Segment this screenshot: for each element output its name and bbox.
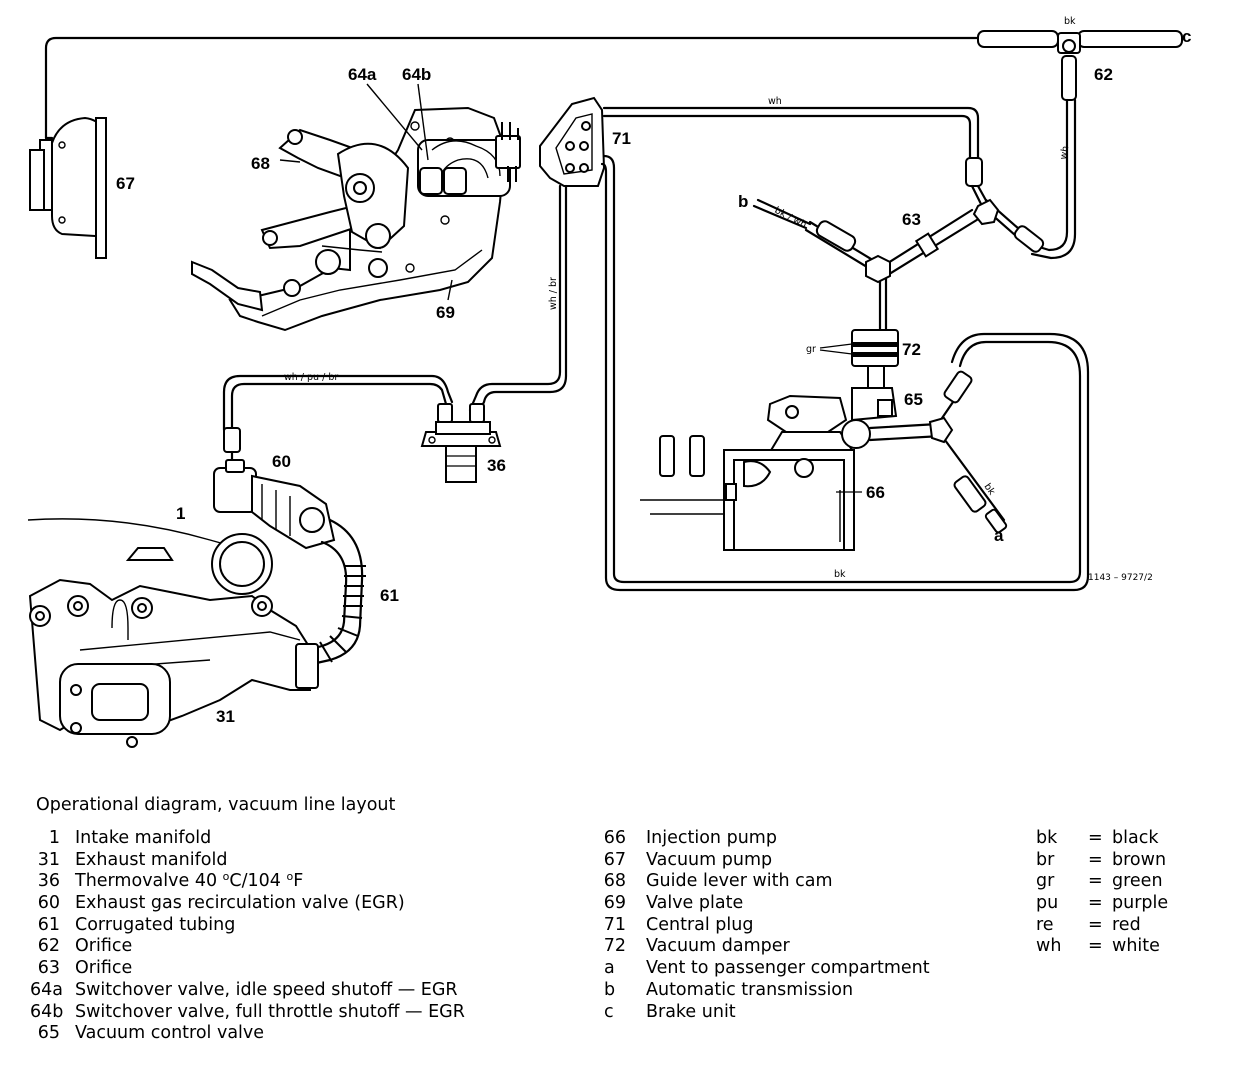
injection-pump-66 xyxy=(640,370,1008,551)
label-a: a xyxy=(994,526,1004,545)
color-code-row: bk=black xyxy=(1036,828,1159,848)
vacuum-damper-72 xyxy=(819,329,899,389)
wh-line-to-63 xyxy=(1030,98,1077,260)
egr-valve-60 xyxy=(213,459,336,550)
label-b: b xyxy=(738,192,748,211)
label-1: 1 xyxy=(176,504,185,523)
wire-wh-right: wh xyxy=(1058,145,1071,160)
label-65: 65 xyxy=(904,390,923,409)
orifice-63-y xyxy=(752,198,1045,332)
intake-manifold-1 xyxy=(27,518,273,595)
label-69: 69 xyxy=(436,303,455,322)
vacuum-pump-67 xyxy=(29,116,107,259)
label-66: 66 xyxy=(866,483,885,502)
label-68: 68 xyxy=(251,154,270,173)
exhaust-manifold-31 xyxy=(28,578,319,748)
wh-line-71-to-63 xyxy=(602,106,990,208)
label-71: 71 xyxy=(612,129,631,148)
wire-wh-br: wh / br xyxy=(548,277,559,310)
wire-wh-pu-br: wh / pu / br xyxy=(284,372,338,383)
vacuum-line-diagram: 1 31 36 60 61 62 63 64a 64b 65 66 67 68 … xyxy=(27,16,1191,748)
label-64a: 64a xyxy=(348,65,377,84)
wire-color-codes: bk wh wh bk / wh wh / br wh / pu / br gr… xyxy=(284,16,1153,583)
bk-line-71-to-66 xyxy=(600,154,1090,592)
component-labels: 1 31 36 60 61 62 63 64a 64b 65 66 67 68 … xyxy=(116,27,1191,726)
main-vacuum-line xyxy=(44,36,980,140)
label-72: 72 xyxy=(902,340,921,359)
label-36: 36 xyxy=(487,456,506,475)
wire-bk-a: bk xyxy=(982,482,998,498)
thermovalve-36 xyxy=(420,403,502,483)
color-code-row: wh=white xyxy=(1036,936,1160,957)
wire-bk-bottom: bk xyxy=(834,569,846,580)
valve-plate-69 xyxy=(191,83,521,332)
wire-gr: gr xyxy=(806,344,816,355)
legend-caption: Operational diagram, vacuum line layout xyxy=(36,795,396,815)
color-code-row: gr=green xyxy=(1036,871,1163,892)
label-c: c xyxy=(1182,27,1191,46)
corrugation-rings xyxy=(319,565,366,663)
label-67: 67 xyxy=(116,174,135,193)
orifice-62-tee xyxy=(977,30,1183,101)
diagram-canvas: 1 31 36 60 61 62 63 64a 64b 65 66 67 68 … xyxy=(27,16,1191,748)
legend: Operational diagram, vacuum line layout … xyxy=(0,790,1248,1080)
label-62: 62 xyxy=(1094,65,1113,84)
central-plug-71 xyxy=(539,96,606,187)
color-code-row: pu=purple xyxy=(1036,893,1169,914)
color-code-row: re=red xyxy=(1036,914,1141,935)
wh-br-line-71-to-36 xyxy=(468,184,568,416)
label-31: 31 xyxy=(216,707,235,726)
color-code-key: bk=black br=brown gr=green pu=purple re=… xyxy=(1036,828,1236,958)
label-64b: 64b xyxy=(402,65,431,84)
figure-code: 1143 – 9727/2 xyxy=(1088,573,1153,583)
label-60: 60 xyxy=(272,452,291,471)
wire-wh-top: wh xyxy=(768,96,782,107)
wire-bk-top: bk xyxy=(1064,16,1076,27)
wire-bk-wh: bk / wh xyxy=(773,205,809,231)
color-code-row: br=brown xyxy=(1036,849,1167,870)
label-61: 61 xyxy=(380,586,399,605)
label-63: 63 xyxy=(902,210,921,229)
corrugated-tubing-61 xyxy=(306,518,366,666)
wh-pu-br-line-36-to-60 xyxy=(222,374,454,470)
